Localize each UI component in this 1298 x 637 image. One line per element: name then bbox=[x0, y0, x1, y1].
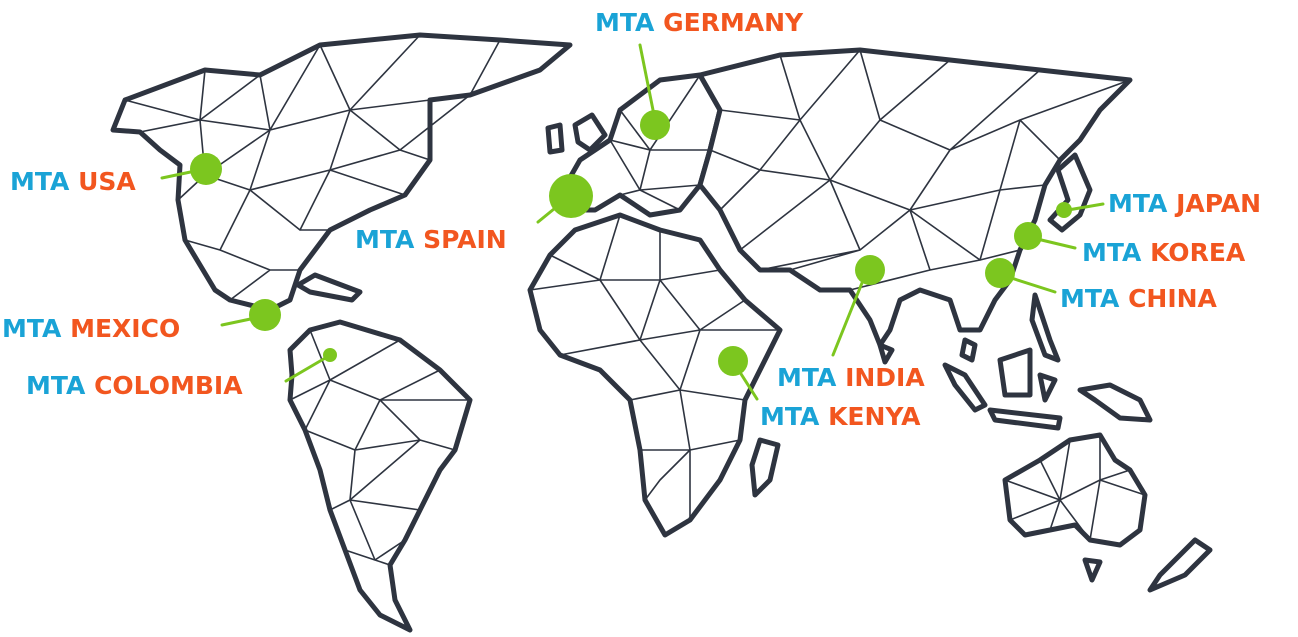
markers bbox=[160, 43, 1105, 401]
asia bbox=[697, 47, 1133, 348]
colombia-leader bbox=[284, 355, 329, 383]
south-america bbox=[287, 319, 473, 633]
germany-label: MTA GERMANY bbox=[595, 8, 804, 37]
asia-mesh bbox=[709, 49, 1131, 291]
colombia-marker[interactable] bbox=[323, 348, 337, 362]
madagascar-island bbox=[749, 437, 781, 498]
australia bbox=[1002, 432, 1148, 548]
kenya-marker[interactable] bbox=[718, 346, 748, 376]
korea-label: MTA KOREA bbox=[1082, 238, 1246, 267]
south-america-mesh bbox=[289, 329, 470, 566]
ireland-island bbox=[545, 122, 565, 155]
germany-marker[interactable] bbox=[640, 110, 670, 140]
sulawesi-island bbox=[1037, 372, 1058, 403]
caribbean-island bbox=[295, 272, 363, 303]
spain-marker[interactable] bbox=[549, 174, 593, 218]
africa bbox=[527, 212, 783, 538]
mexico-label: MTA MEXICO bbox=[2, 314, 180, 343]
continents bbox=[110, 32, 1213, 633]
china-label: MTA CHINA bbox=[1060, 284, 1218, 313]
philippines-island bbox=[1029, 292, 1061, 363]
borneo-island bbox=[997, 347, 1033, 398]
sumatra-island bbox=[942, 362, 988, 413]
java-island bbox=[987, 407, 1063, 431]
tasmania-island bbox=[1082, 557, 1103, 583]
korea-marker[interactable] bbox=[1014, 222, 1042, 250]
germany-leader bbox=[638, 43, 657, 122]
north-america bbox=[110, 32, 573, 313]
china-marker[interactable] bbox=[985, 258, 1015, 288]
kenya-label: MTA KENYA bbox=[760, 402, 921, 431]
japan-marker[interactable] bbox=[1056, 202, 1072, 218]
srilanka-island bbox=[877, 342, 895, 365]
india-leader bbox=[831, 271, 868, 357]
japan-label: MTA JAPAN bbox=[1108, 189, 1261, 218]
spain-label: MTA SPAIN bbox=[355, 225, 507, 254]
usa-marker[interactable] bbox=[190, 153, 222, 185]
labels: MTA GERMANY MTA USA MTA SPAIN MTA MEXICO… bbox=[2, 8, 1261, 431]
europe-mesh bbox=[609, 74, 710, 211]
africa-mesh bbox=[529, 214, 780, 520]
new-guinea-island bbox=[1077, 382, 1153, 423]
india-label: MTA INDIA bbox=[777, 363, 925, 392]
japan-leader bbox=[1066, 202, 1105, 212]
new-zealand-island bbox=[1147, 537, 1213, 593]
mexico-marker[interactable] bbox=[249, 299, 281, 331]
small-island bbox=[959, 337, 978, 363]
india-marker[interactable] bbox=[855, 255, 885, 285]
uk-island bbox=[572, 112, 608, 153]
colombia-label: MTA COLOMBIA bbox=[26, 371, 243, 400]
usa-label: MTA USA bbox=[10, 167, 136, 196]
australia-mesh bbox=[1004, 435, 1146, 541]
